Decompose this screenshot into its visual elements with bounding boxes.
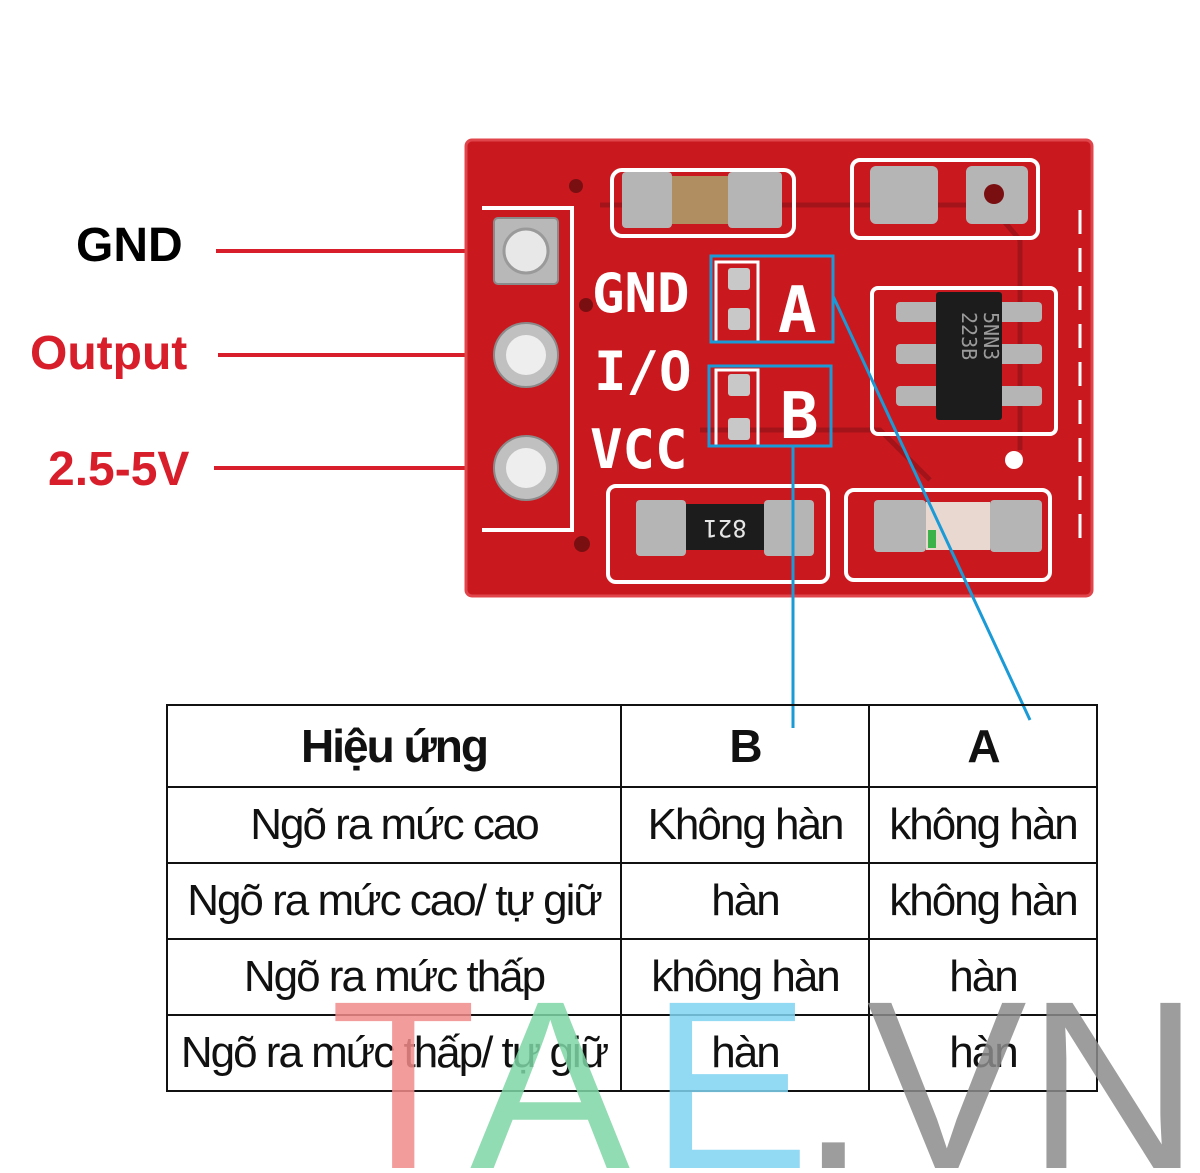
table-cell-a: hàn <box>868 938 1098 1016</box>
pin1-dot <box>1005 451 1023 469</box>
chip-marking-2: 5NN3 <box>979 312 1003 360</box>
via-1 <box>569 179 583 193</box>
table-cell-effect: Ngõ ra mức cao/ tự giữ <box>166 862 622 940</box>
table-cell-a: hàn <box>868 1014 1098 1092</box>
silk-gnd: GND <box>592 262 690 325</box>
table-cell-effect: Ngõ ra mức cao <box>166 786 622 864</box>
table-cell-effect: Ngõ ra mức thấp/ tự giữ <box>166 1014 622 1092</box>
table-cell-b: không hàn <box>620 938 870 1016</box>
silk-io: I/O <box>594 340 692 403</box>
pads-top-right <box>850 158 1040 240</box>
pin-vcc <box>493 435 559 501</box>
table-header-row: Hiệu ứng B A <box>166 704 1098 788</box>
pin-label-output: Output <box>30 327 188 380</box>
pcb-board-edge <box>464 138 1094 598</box>
table-cell-b: hàn <box>620 1014 870 1092</box>
trace-2 <box>700 427 932 482</box>
table-cell-b: Không hàn <box>620 786 870 864</box>
jumper-a: A <box>714 260 817 348</box>
table-cell-effect: Ngõ ra mức thấp <box>166 938 622 1016</box>
header-a: A <box>868 704 1098 788</box>
callout-line-a <box>831 295 1032 721</box>
pin-label-vcc: 2.5-5V <box>48 443 190 496</box>
table-row: Ngõ ra mức cao Không hàn không hàn <box>166 786 1098 864</box>
pin-label-gnd: GND <box>76 219 183 272</box>
table-cell-b: hàn <box>620 862 870 940</box>
header-outline <box>482 206 574 532</box>
via-2 <box>579 298 593 312</box>
resistor-bottom: 821 <box>606 484 830 584</box>
resistor-marking: 821 <box>703 514 746 542</box>
capacitor-top <box>610 168 796 238</box>
table-row: Ngõ ra mức cao/ tự giữ hàn không hàn <box>166 862 1098 940</box>
jumper-b: B <box>714 368 819 454</box>
header-b: B <box>620 704 870 788</box>
jumper-config-table: Hiệu ứng B A Ngõ ra mức cao Không hàn kh… <box>166 704 1098 1092</box>
table-cell-a: không hàn <box>868 862 1098 940</box>
header-effect: Hiệu ứng <box>166 704 622 788</box>
via-3 <box>574 536 590 552</box>
table-cell-a: không hàn <box>868 786 1098 864</box>
table-row: Ngõ ra mức thấp không hàn hàn <box>166 938 1098 1016</box>
callout-box-b <box>707 364 833 448</box>
pcb-board <box>466 140 1092 596</box>
silk-b: B <box>780 380 819 454</box>
pin-output <box>493 322 559 388</box>
pin-gnd <box>493 217 559 285</box>
silk-a: A <box>778 274 817 348</box>
ic-chip: 223B 5NN3 <box>870 286 1058 436</box>
silk-vcc: VCC <box>590 418 688 481</box>
chip-marking-1: 223B <box>957 312 981 360</box>
table-row: Ngõ ra mức thấp/ tự giữ hàn hàn <box>166 1014 1098 1092</box>
led-bottom <box>844 488 1052 582</box>
